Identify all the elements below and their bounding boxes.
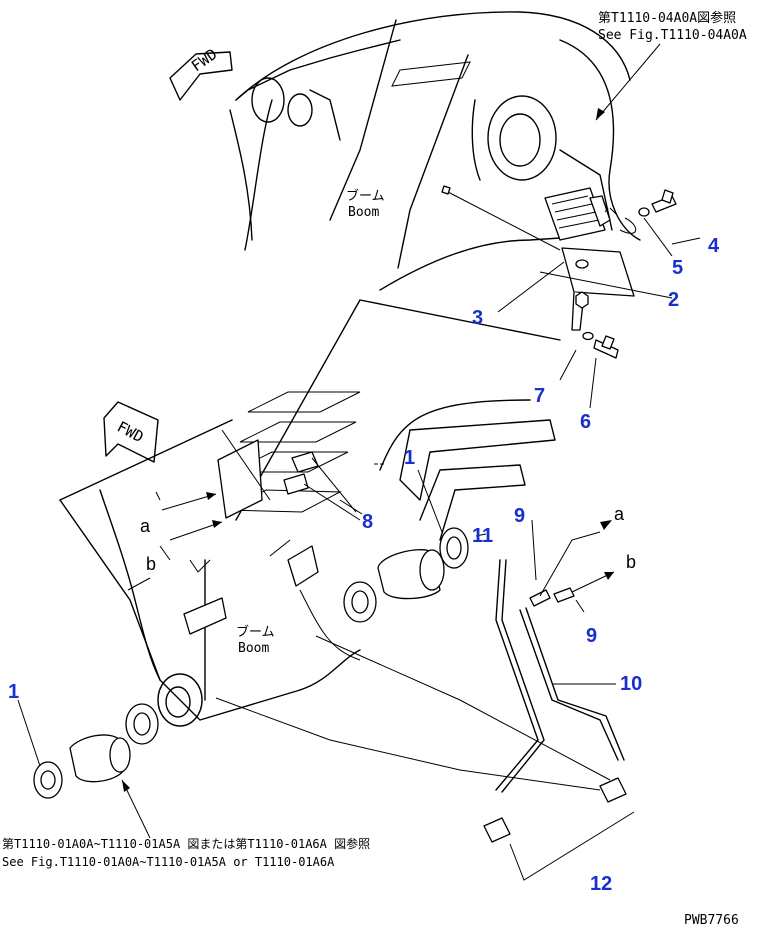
callout-3: 3 [472, 307, 483, 329]
boom-label-jp-upper: ブーム [346, 188, 385, 204]
fwd-arrow-lower-icon: FWD [103, 401, 159, 463]
port-b-right: b [626, 552, 636, 572]
callout-2: 2 [668, 289, 679, 311]
fwd-arrow-upper-icon: FWD [169, 45, 233, 101]
callout-1-left: 1 [8, 681, 19, 703]
washer-5-icon [638, 207, 650, 217]
boom-label-en-lower: Boom [238, 641, 269, 656]
boom-label-en-upper: Boom [348, 205, 379, 220]
port-a-left: a [140, 516, 151, 536]
grease-fittings-8 [217, 429, 361, 521]
ref-top-right-leader [595, 43, 661, 121]
callout-5: 5 [672, 257, 683, 279]
nut-icon [575, 291, 589, 309]
upper-boom-outline [229, 11, 641, 291]
mounting-plates [226, 299, 561, 541]
callout-10: 10 [620, 673, 642, 695]
connector-9-lower-icon [553, 587, 575, 603]
callout-9-upper: 9 [514, 505, 525, 527]
boom-label-jp-lower: ブーム [236, 624, 275, 640]
callout-7: 7 [534, 385, 545, 407]
center-pin-bushing [343, 527, 469, 623]
fwd-label-lower: FWD [114, 418, 146, 447]
inlet-arrows [127, 491, 223, 591]
port-b-left: b [146, 554, 156, 574]
work-lamp-icon [544, 187, 606, 241]
lower-boom-outline [59, 419, 361, 727]
callout-8: 8 [362, 511, 373, 533]
callout-1-center: 1 [404, 447, 415, 469]
callout-12: 12 [590, 873, 612, 895]
ref-bottom-left-jp: 第T1110-01A0A~T1110-01A5A 図または第T1110-01A6… [2, 836, 370, 851]
drawing-id: PWB7766 [684, 913, 739, 928]
port-a-right: a [614, 504, 625, 524]
left-pin-bushing [33, 703, 159, 839]
callout-leaders [17, 217, 701, 767]
ref-top-right-en: See Fig.T1110-04A0A [598, 28, 747, 43]
work-lamp-assembly [441, 185, 677, 359]
callout-6: 6 [580, 411, 591, 433]
hose-clamps [183, 539, 361, 661]
ref-top-right-arrowhead-icon [596, 108, 605, 120]
connector-9-upper-icon [529, 589, 551, 607]
callout-9-lower: 9 [586, 625, 597, 647]
callout-11: 11 [472, 525, 493, 547]
fwd-label-upper: FWD [188, 45, 221, 75]
washer-7-icon [582, 331, 594, 341]
callout-4: 4 [708, 235, 720, 257]
ref-bottom-left-en: See Fig.T1110-01A0A~T1110-01A5A or T1110… [2, 855, 335, 869]
ref-top-right-jp: 第T1110-04A0A図参照 [598, 10, 736, 26]
grease-lines [215, 520, 635, 881]
